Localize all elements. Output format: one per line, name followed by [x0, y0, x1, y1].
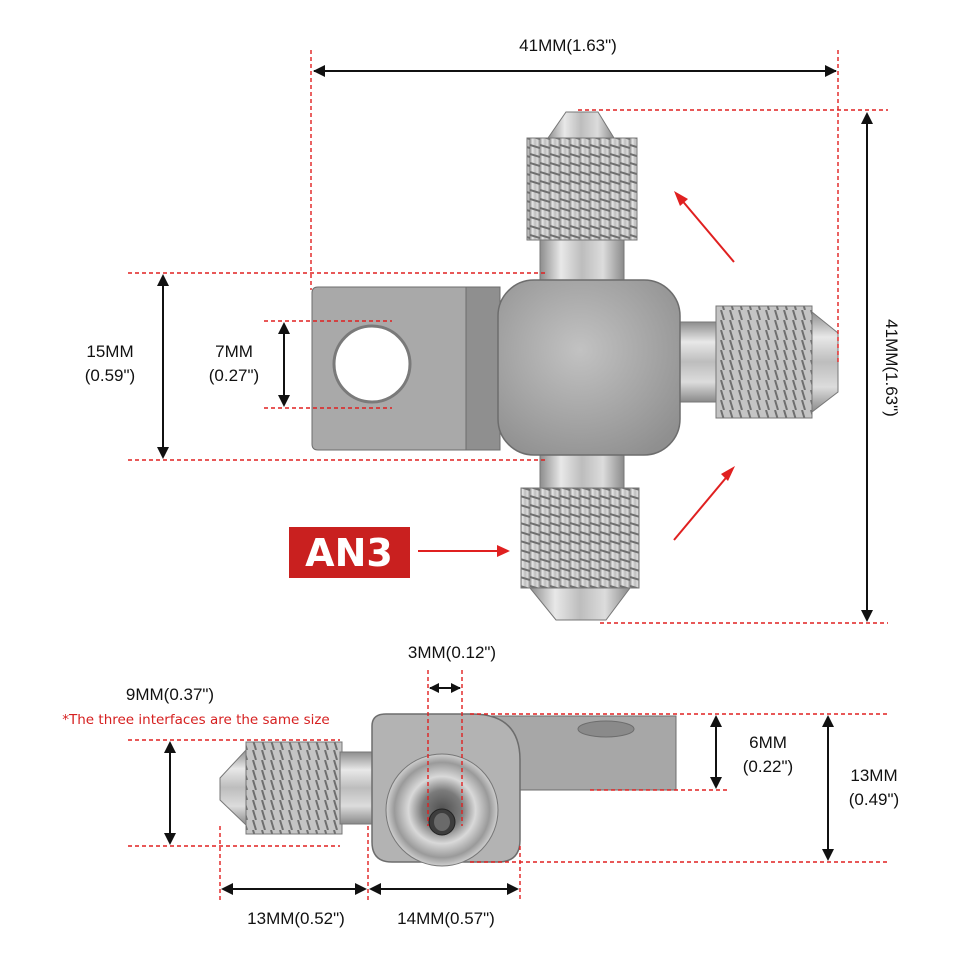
side-view: 3MM(0.12") 9MM(0.37") *The three interfa…: [62, 643, 899, 928]
right-an3-fitting: [679, 305, 839, 419]
top-an3-fitting: [526, 111, 638, 281]
an3-badge-label: AN3: [305, 531, 393, 575]
hole-label-mm: 7MM: [215, 342, 253, 361]
bottom-an3-fitting: [520, 449, 640, 621]
side-tab-hole: [577, 720, 635, 738]
width-dimension-arrow: [313, 65, 837, 77]
tab-height-label-in: (0.59"): [85, 366, 135, 385]
mounting-hole: [332, 324, 412, 404]
same-size-note: *The three interfaces are the same size: [62, 712, 330, 728]
tab-height-dimension-arrow: [157, 274, 169, 459]
tab-height-label-mm: 15MM: [86, 342, 133, 361]
tab-shoulder: [465, 286, 501, 451]
body-length-label: 14MM(0.57"): [397, 909, 495, 928]
width-dimension-label: 41MM(1.63"): [519, 36, 617, 55]
top-view: 41MM(1.63") 41MM(1.63") 15MM (0.59") 7MM…: [85, 36, 901, 624]
tab-thickness-label-in: (0.22"): [743, 757, 793, 776]
thread-dimension-label: 9MM(0.37"): [126, 685, 214, 704]
tab-thickness-label-mm: 6MM: [749, 733, 787, 752]
thread-dimension-arrow: [164, 741, 176, 845]
fitting-body: [497, 279, 681, 456]
bore-dimension-arrow: [429, 683, 461, 693]
hole-label-in: (0.27"): [209, 366, 259, 385]
height-dimension-arrow: [861, 112, 873, 622]
pointer-arrow-bottom: [673, 466, 735, 541]
pointer-arrow-an3: [418, 545, 510, 557]
bore-dimension-label: 3MM(0.12"): [408, 643, 496, 662]
body-height-label-mm: 13MM: [850, 766, 897, 785]
body-height-dimension-arrow: [822, 715, 834, 861]
body-length-dimension-arrow: [369, 883, 519, 895]
an3-badge: [289, 527, 410, 578]
side-an3-fitting: [219, 741, 377, 835]
body-height-label-in: (0.49"): [849, 790, 899, 809]
pointer-arrow-top: [674, 191, 735, 263]
tab-thickness-dimension-arrow: [710, 715, 722, 789]
hole-dimension-arrow: [278, 322, 290, 407]
fitting-length-label: 13MM(0.52"): [247, 909, 345, 928]
height-dimension-label: 41MM(1.63"): [882, 319, 901, 417]
fitting-length-dimension-arrow: [221, 883, 367, 895]
